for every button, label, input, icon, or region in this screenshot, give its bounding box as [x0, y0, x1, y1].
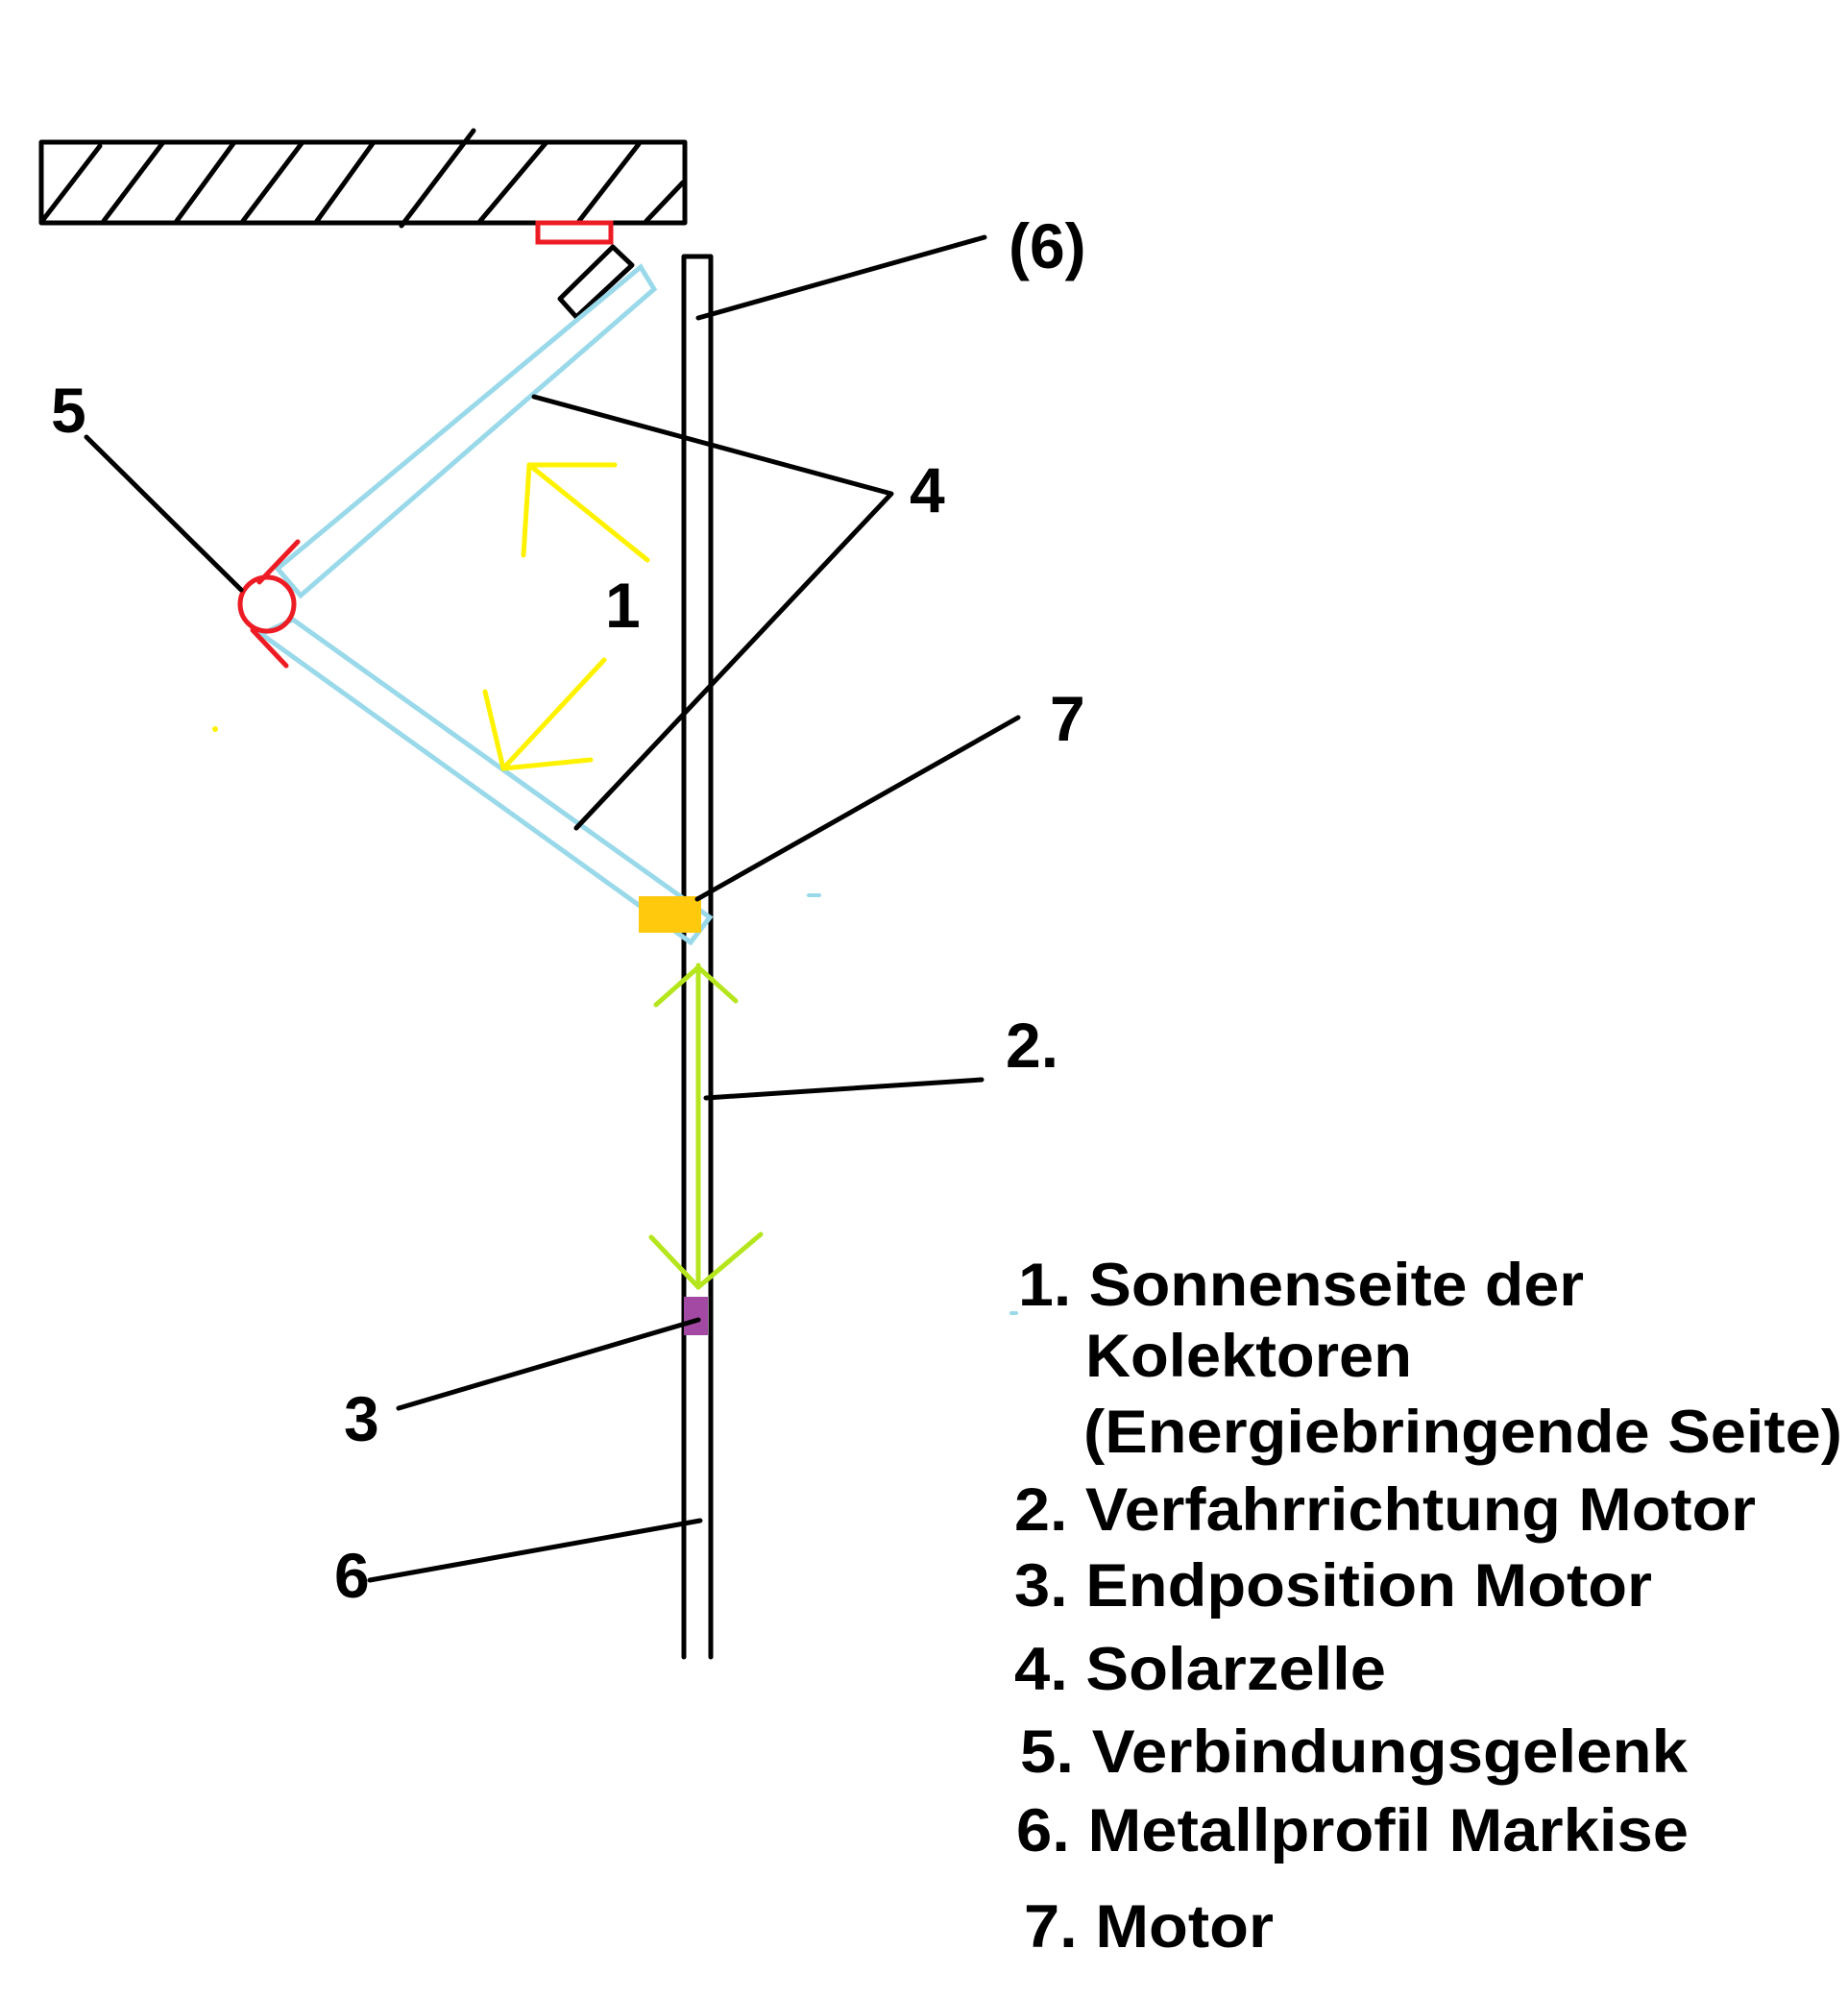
callout-travel-direction: 2.: [1006, 1010, 1058, 1081]
callout-profile-bottom: 6: [334, 1540, 370, 1611]
metal-profile: [681, 254, 714, 1660]
callout-end-position: 3: [344, 1383, 379, 1454]
leader-solar-cell: [531, 394, 894, 831]
joint-circle: [237, 574, 297, 634]
legend-item-1-line-3: (Energiebringende Seite): [1083, 1399, 1842, 1466]
leader-travel-direction: [703, 1077, 985, 1101]
legend-item-6: 6. Metallprofil Markise: [1016, 1797, 1689, 1864]
ceiling-hatching: [39, 128, 686, 229]
metal-profile-outline: [681, 254, 714, 1660]
legend-item-4: 4. Solarzelle: [1014, 1636, 1386, 1703]
legend: 1. Sonnenseite der Kolektoren (Energiebr…: [1014, 1252, 1842, 1961]
top-hinge-block: [557, 244, 635, 320]
solar-panel-upper: [274, 263, 658, 599]
legend-item-3: 3. Endposition Motor: [1014, 1552, 1652, 1620]
callout-profile-top: (6): [1009, 210, 1086, 281]
legend-item-2: 2. Verfahrrichtung Motor: [1014, 1476, 1756, 1544]
leader-profile-bottom: [367, 1518, 703, 1583]
callout-solar-cell: 4: [910, 454, 945, 525]
leader-joint: [84, 434, 244, 593]
legend-item-1-line-1: 1. Sonnenseite der: [1018, 1252, 1584, 1319]
connection-joint: [237, 539, 301, 669]
motor-block: [639, 896, 701, 933]
yellow-dot: [212, 726, 218, 732]
callout-motor: 7: [1050, 683, 1085, 754]
legend-item-5: 5. Verbindungsgelenk: [1020, 1718, 1689, 1786]
ceiling-beam: [38, 128, 688, 229]
legend-item-1-line-2: Kolektoren: [1085, 1323, 1412, 1390]
end-position-marker: [684, 1297, 708, 1335]
ceiling-bracket: [535, 220, 614, 245]
leader-end-position: [396, 1317, 701, 1411]
legend-item-7: 7. Motor: [1024, 1893, 1274, 1961]
leader-profile-top: [695, 234, 987, 321]
solar-panel-lower: [256, 617, 714, 946]
sun-arrow-upper: [521, 462, 650, 563]
callout-sun-side: 1: [605, 570, 641, 641]
sun-arrow-lower: [482, 657, 607, 771]
callout-joint: 5: [51, 375, 86, 446]
leader-motor: [694, 715, 1021, 902]
travel-direction-arrow: [648, 962, 764, 1290]
